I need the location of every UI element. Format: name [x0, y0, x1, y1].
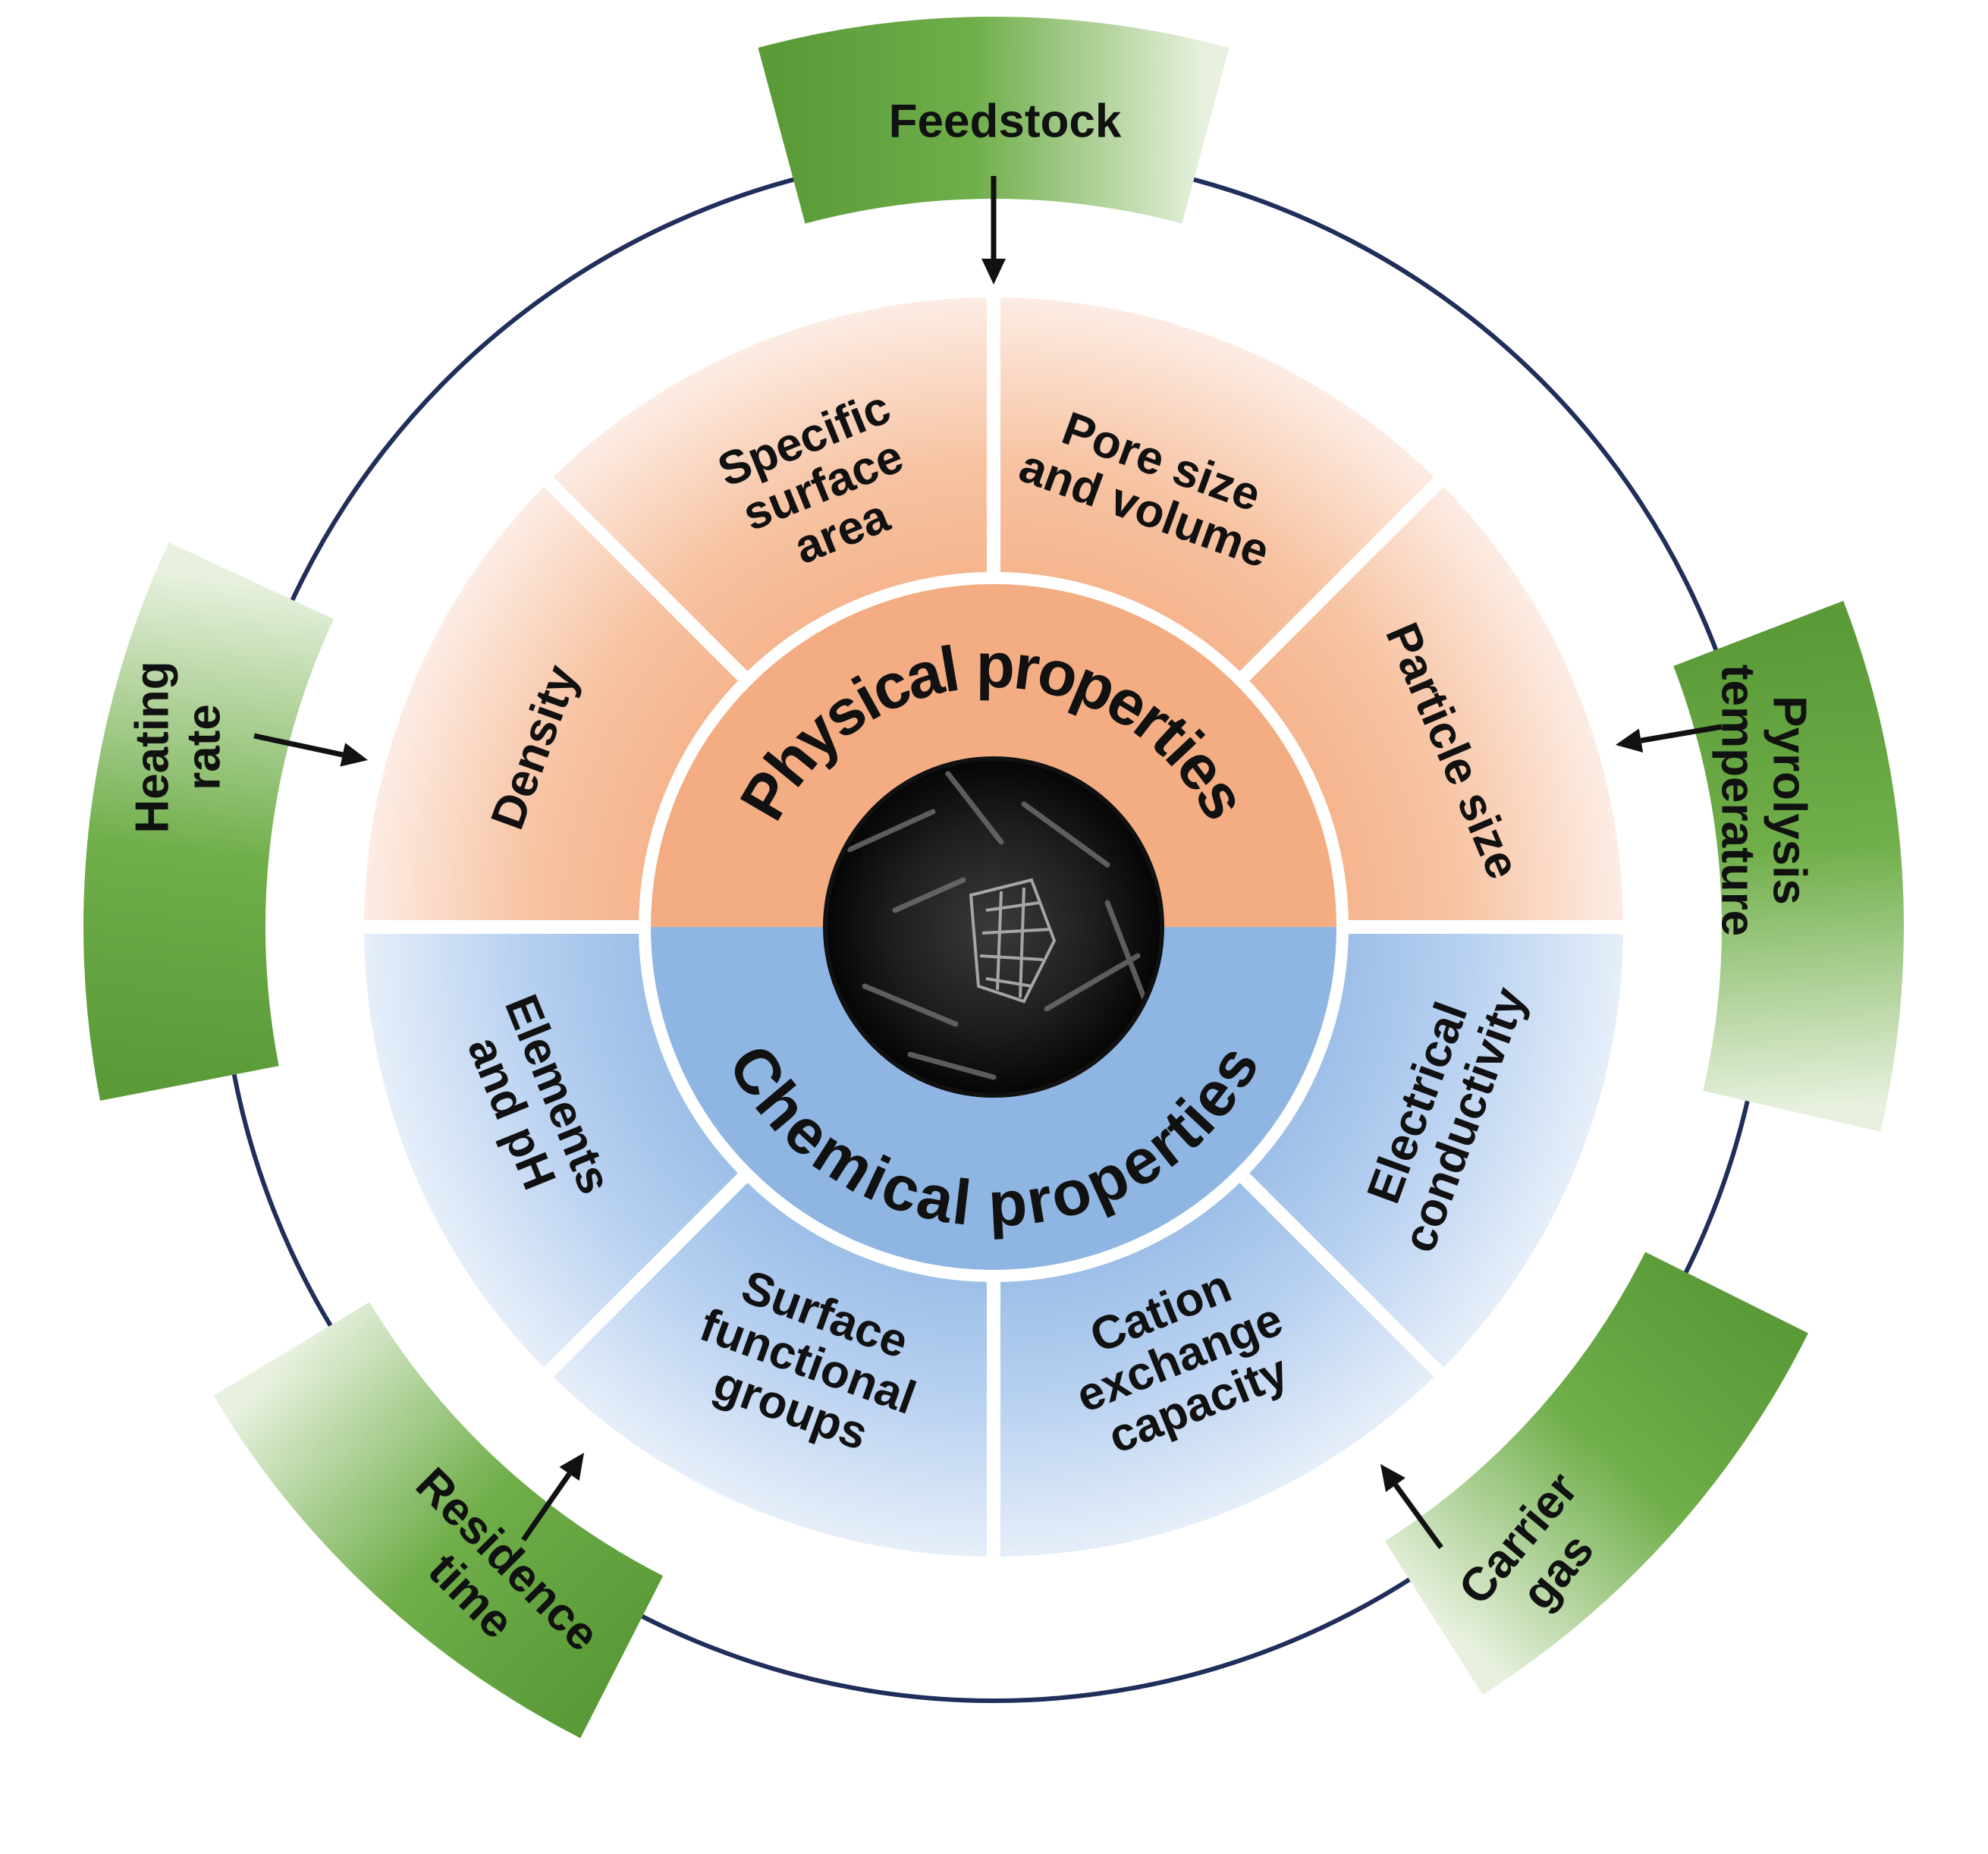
- sem-image: [823, 756, 1164, 1098]
- factor-pyrolysis-label-line: Pyrolysis: [1763, 696, 1816, 905]
- factor-residence-tab: [213, 1302, 664, 1739]
- pyrolysis-arrow: [1616, 724, 1723, 753]
- segment-separator: [538, 1166, 755, 1383]
- heating-arrow: [253, 733, 368, 767]
- residence-arrow: [521, 1453, 584, 1541]
- factor-heating-label-line: rate: [178, 704, 231, 790]
- factor-feedstock-label: Feedstock: [889, 96, 1122, 148]
- center-border: [639, 572, 1349, 1282]
- chemical-center-half: [645, 927, 1343, 1276]
- segment-separator: [538, 471, 755, 688]
- factor-feedstock-tab: [758, 17, 1230, 224]
- carrier-arrow: [1380, 1464, 1443, 1550]
- feedstock-arrow: [981, 176, 1006, 284]
- factor-heating-tab: [83, 542, 334, 1101]
- factor-feedstock-label-line: Feedstock: [889, 96, 1122, 148]
- factor-pyrolysis-tab: [1673, 600, 1904, 1132]
- segment-separator: [1233, 471, 1449, 688]
- segment-separator: [1233, 1166, 1449, 1383]
- physical-center-half: [645, 578, 1343, 927]
- factor-carrier-tab: [1384, 1252, 1808, 1695]
- factor-heating-label-line: Heating: [127, 661, 179, 833]
- factor-pyrolysis-label-line: temperature: [1712, 665, 1764, 936]
